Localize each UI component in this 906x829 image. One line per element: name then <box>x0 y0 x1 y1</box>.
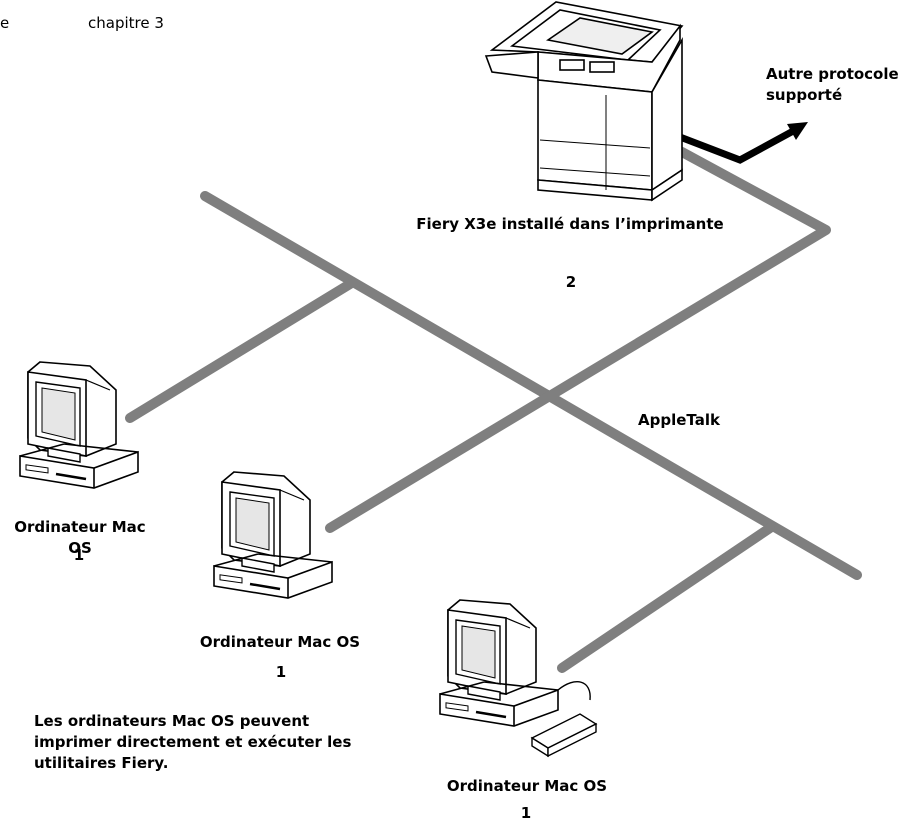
chapter-label: chapitre 3 <box>88 14 164 32</box>
computer-icon <box>212 470 334 600</box>
computer-label: Ordinateur Mac OS <box>14 518 146 557</box>
computer-icon <box>18 360 140 490</box>
printer-label: Fiery X3e installé dans l’imprimante <box>416 215 724 233</box>
computer-number: 1 <box>73 546 85 564</box>
computer-number: 1 <box>520 804 532 822</box>
other-protocol-arrow <box>678 126 797 164</box>
computer-icon <box>438 598 598 758</box>
network-label: AppleTalk <box>638 411 720 429</box>
arrow-head-icon <box>787 122 808 140</box>
other-protocol-line1: Autre protocole <box>766 65 899 83</box>
computer3-network-line <box>557 523 775 673</box>
printer-network-line <box>325 147 831 533</box>
header-fragment: e <box>0 14 10 32</box>
printer-icon <box>484 1 684 202</box>
computer-label: Ordinateur Mac OS <box>446 777 608 795</box>
other-protocol-label: Autre protocole supporté <box>766 64 899 106</box>
appletalk-backbone <box>200 191 862 580</box>
other-protocol-line2: supporté <box>766 86 843 104</box>
computer1-network-line <box>125 279 355 423</box>
note-line1: Les ordinateurs Mac OS peuvent <box>34 712 310 730</box>
computer-label: Ordinateur Mac OS <box>199 633 361 651</box>
computer-number: 1 <box>275 663 287 681</box>
note-line2: imprimer directement et exécuter les <box>34 733 352 751</box>
note-line3: utilitaires Fiery. <box>34 754 169 772</box>
printer-number: 2 <box>565 273 577 291</box>
note-text: Les ordinateurs Mac OS peuvent imprimer … <box>34 711 351 774</box>
